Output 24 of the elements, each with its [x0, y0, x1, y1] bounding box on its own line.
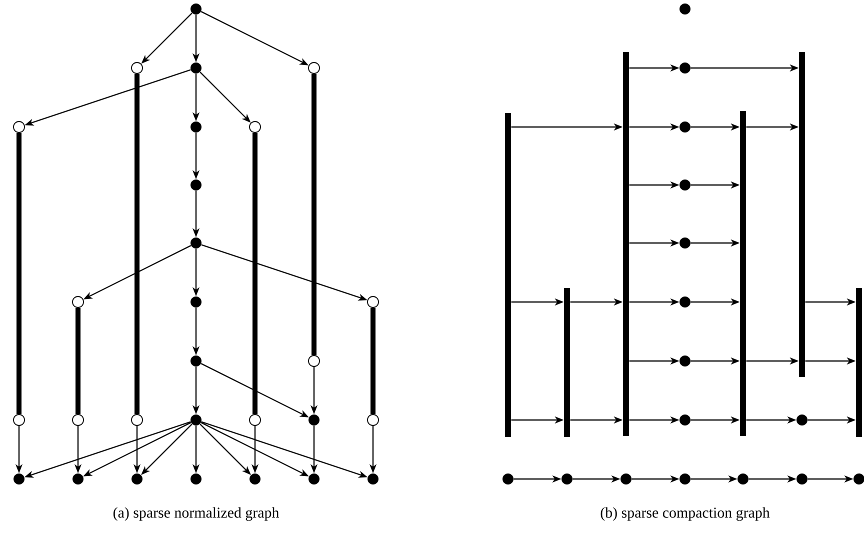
thick-line	[76, 308, 80, 414]
dot-node	[190, 4, 202, 14]
circle-node	[308, 62, 320, 74]
circle-node	[367, 296, 379, 308]
dot-node	[680, 4, 690, 14]
circle-node	[308, 355, 320, 367]
circle-node	[131, 62, 143, 74]
circle-node	[249, 121, 261, 133]
thick-line	[312, 74, 316, 356]
thick-line	[134, 74, 140, 414]
circle-node	[13, 414, 25, 426]
circle-node	[13, 121, 25, 133]
thick-line	[16, 132, 22, 414]
dot-node	[502, 474, 514, 484]
circle-node	[72, 414, 84, 426]
circle-node	[131, 414, 143, 426]
thick-line	[370, 308, 376, 414]
bar-node	[505, 113, 511, 437]
thick-line	[252, 132, 258, 414]
circle-node	[367, 414, 379, 426]
caption: (a) sparse normalized graph	[113, 507, 279, 521]
circle-node	[249, 414, 261, 426]
caption: (b) sparse compaction graph	[600, 507, 770, 521]
circle-node	[72, 296, 84, 308]
